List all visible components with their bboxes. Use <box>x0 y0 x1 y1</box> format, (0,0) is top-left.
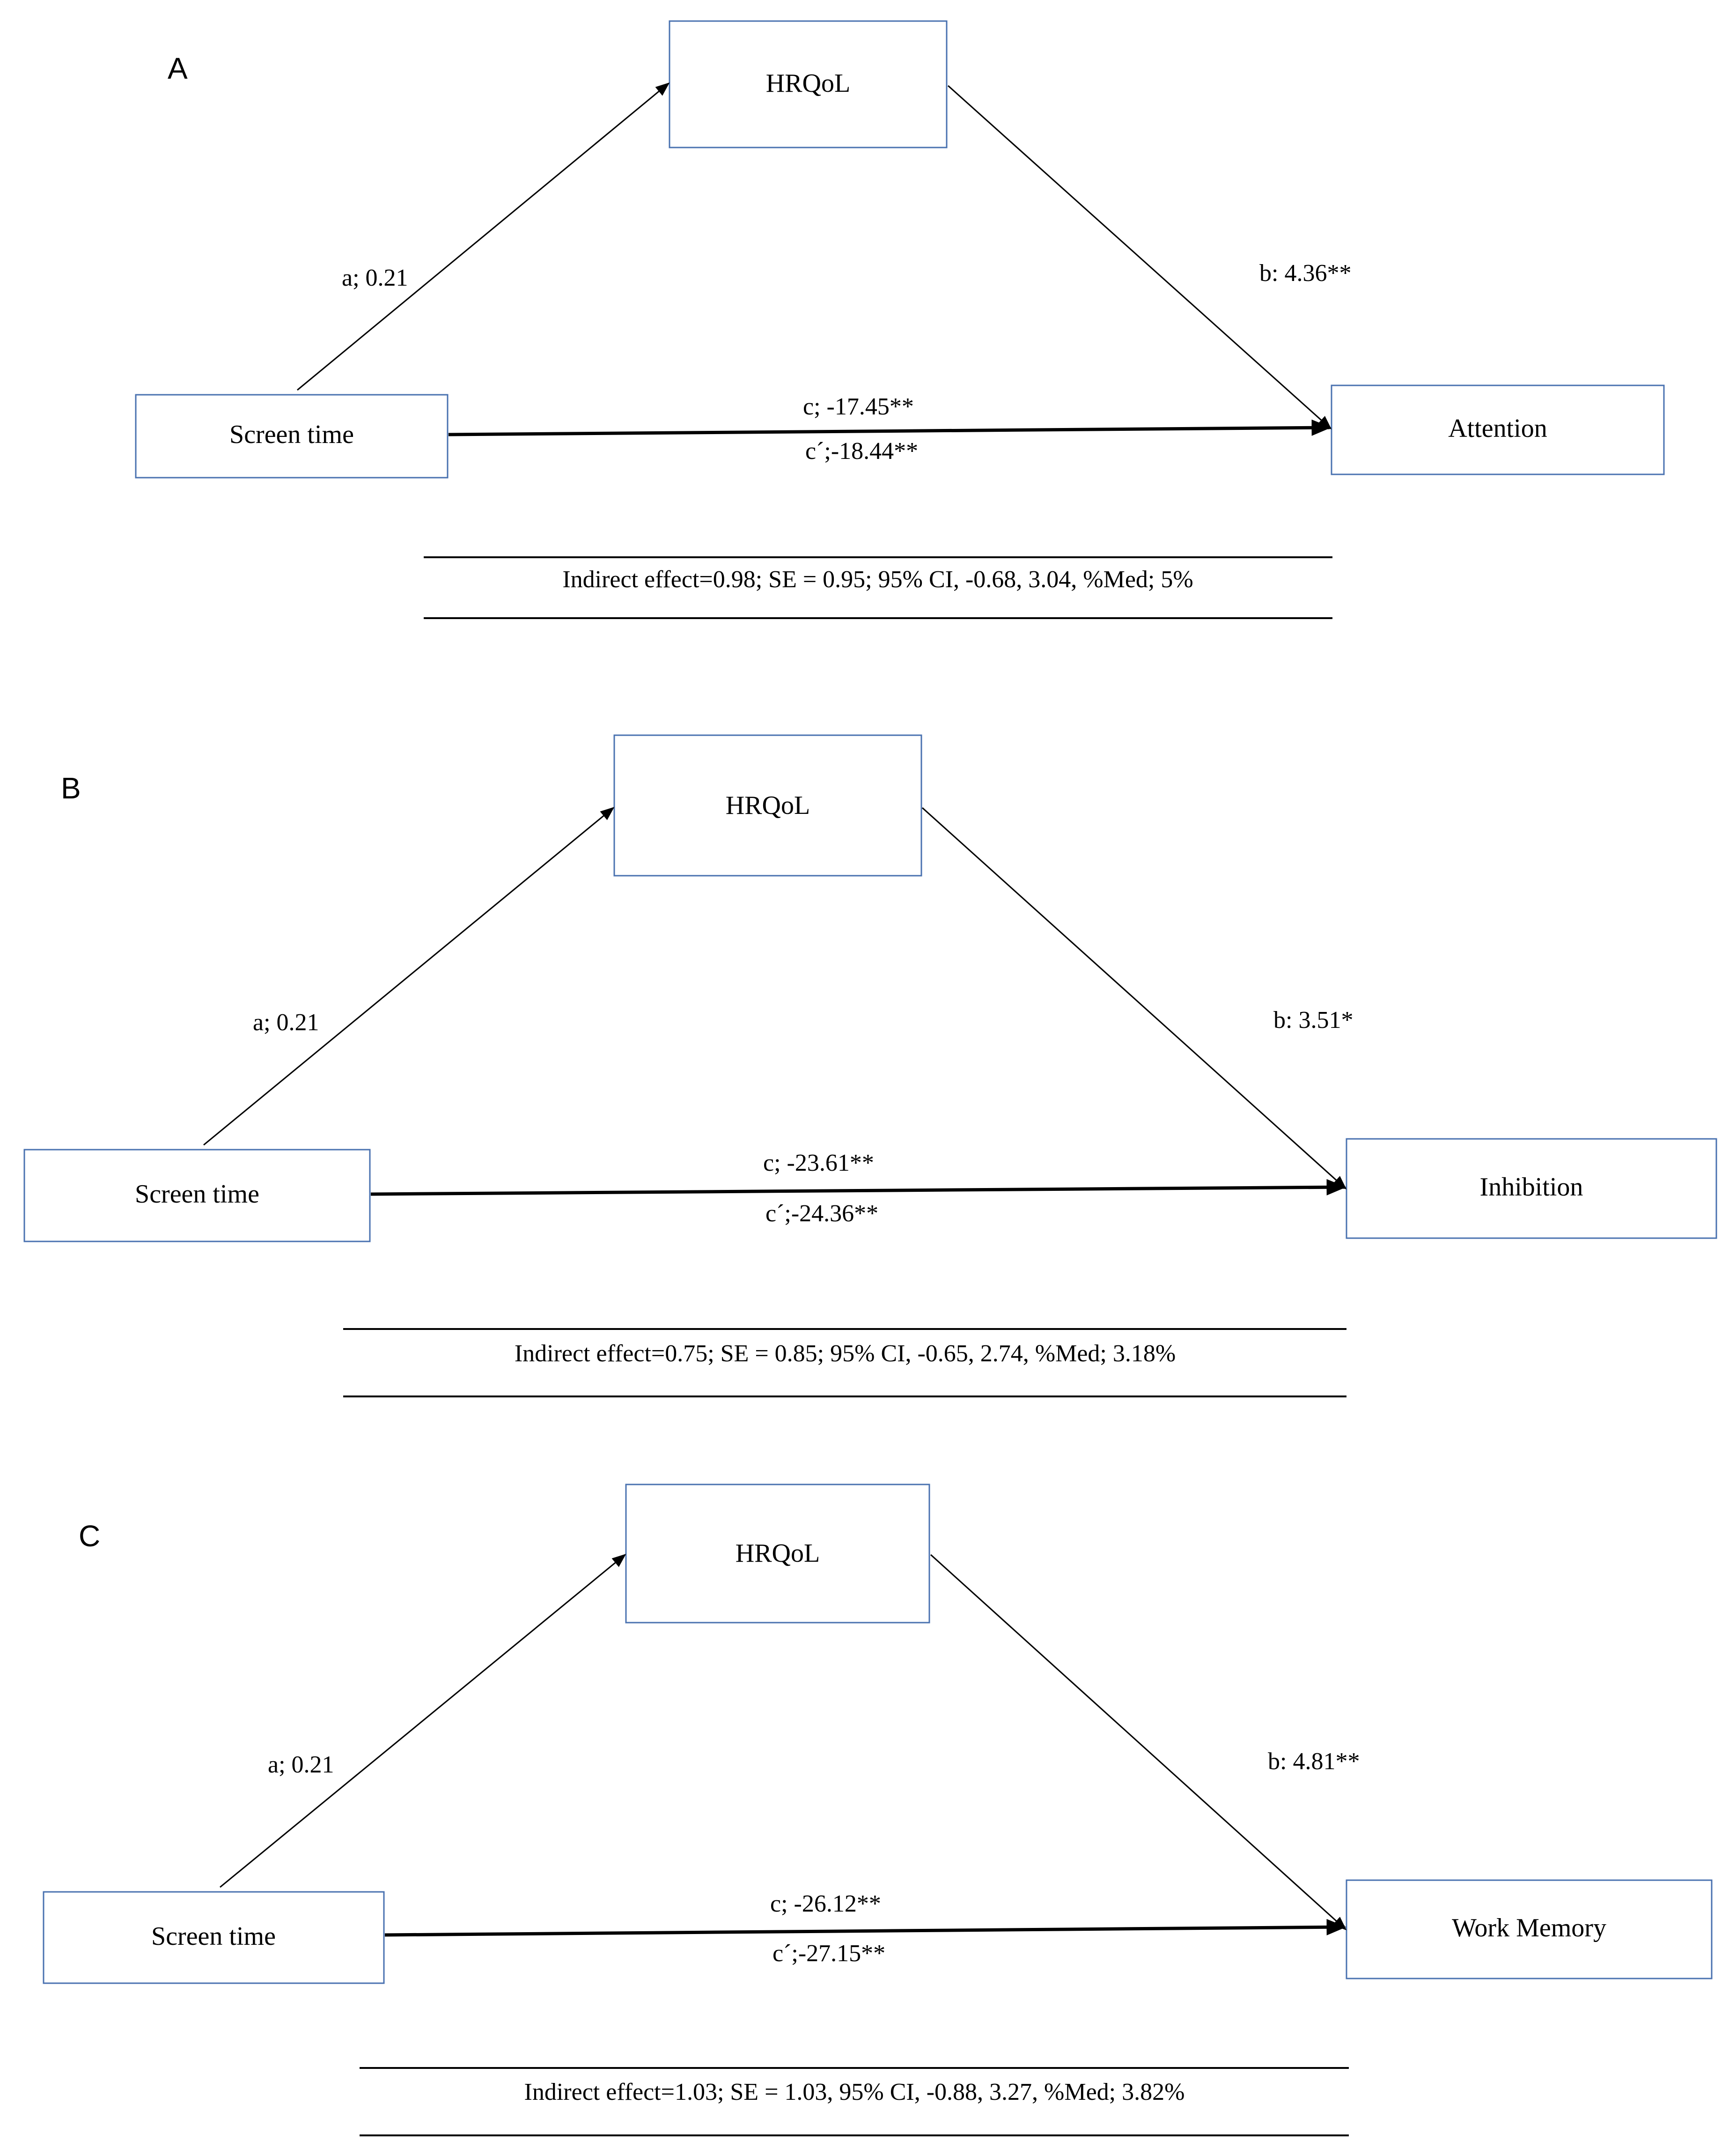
path-c-arrow <box>370 1179 1346 1196</box>
node-box <box>625 1484 930 1624</box>
predictor-node: Screen time <box>43 1891 385 1984</box>
outcome-node: Work Memory <box>1346 1879 1713 1979</box>
node-box <box>669 20 948 148</box>
mediator-node: HRQoL <box>625 1484 930 1624</box>
path-b-label: b: 4.36** <box>1259 260 1351 287</box>
predictor-node: Screen time <box>135 394 449 479</box>
node-box <box>613 734 922 877</box>
node-box <box>43 1891 385 1984</box>
node-label: Work Memory <box>1452 1913 1606 1942</box>
panel-a: A HRQoL Screen time Attention a; 0.21 b:… <box>135 20 1665 619</box>
node-label: Screen time <box>229 420 354 449</box>
outcome-node: Inhibition <box>1346 1138 1717 1239</box>
node-label: Inhibition <box>1480 1173 1583 1202</box>
path-b-arrow <box>930 1554 1347 1931</box>
node-box <box>23 1149 371 1242</box>
path-c-label: c; -23.61** <box>763 1150 874 1176</box>
mediator-node: HRQoL <box>669 20 948 148</box>
path-c-label: c; -17.45** <box>803 393 914 420</box>
mediator-node: HRQoL <box>613 734 922 877</box>
node-label: HRQoL <box>726 791 810 820</box>
indirect-effect-summary: Indirect effect=0.75; SE = 0.85; 95% CI,… <box>515 1340 1176 1367</box>
path-a-label: a; 0.21 <box>268 1751 334 1778</box>
node-box <box>1346 1138 1717 1239</box>
path-b-label: b: 4.81** <box>1268 1748 1360 1775</box>
panel-letter: A <box>168 52 188 85</box>
path-c-prime-label: c´;-27.15** <box>773 1940 885 1967</box>
path-a-label: a; 0.21 <box>253 1009 319 1036</box>
path-b-arrow <box>947 85 1332 430</box>
outcome-node: Attention <box>1331 384 1665 475</box>
path-a-arrow <box>220 1554 626 1888</box>
path-c-arrow <box>448 419 1332 436</box>
panel-letter: B <box>61 771 81 805</box>
path-c-prime-label: c´;-18.44** <box>805 438 918 465</box>
node-label: HRQoL <box>766 69 850 98</box>
path-a-arrow <box>203 807 615 1146</box>
node-label: Screen time <box>151 1922 276 1951</box>
panel-c: C HRQoL Screen time Work Memory a; 0.21 … <box>43 1484 1713 2136</box>
predictor-node: Screen time <box>23 1149 371 1242</box>
node-label: HRQoL <box>736 1539 820 1568</box>
path-a-label: a; 0.21 <box>342 265 408 291</box>
path-c-arrow <box>384 1919 1346 1937</box>
path-c-label: c; -26.12** <box>770 1890 881 1917</box>
node-label: Attention <box>1448 414 1547 443</box>
path-b-label: b: 3.51* <box>1273 1007 1353 1034</box>
path-b-arrow <box>921 807 1347 1190</box>
path-a-arrow <box>297 82 670 391</box>
panel-b: B HRQoL Screen time Inhibition a; 0.21 b… <box>23 734 1717 1397</box>
indirect-effect-summary: Indirect effect=1.03; SE = 1.03, 95% CI,… <box>524 2079 1185 2105</box>
path-c-prime-label: c´;-24.36** <box>765 1200 878 1227</box>
node-box <box>1331 384 1665 475</box>
indirect-effect-summary: Indirect effect=0.98; SE = 0.95; 95% CI,… <box>562 566 1193 593</box>
node-box <box>135 394 449 479</box>
node-box <box>1346 1879 1713 1979</box>
panel-letter: C <box>79 1519 100 1553</box>
node-label: Screen time <box>135 1180 259 1209</box>
